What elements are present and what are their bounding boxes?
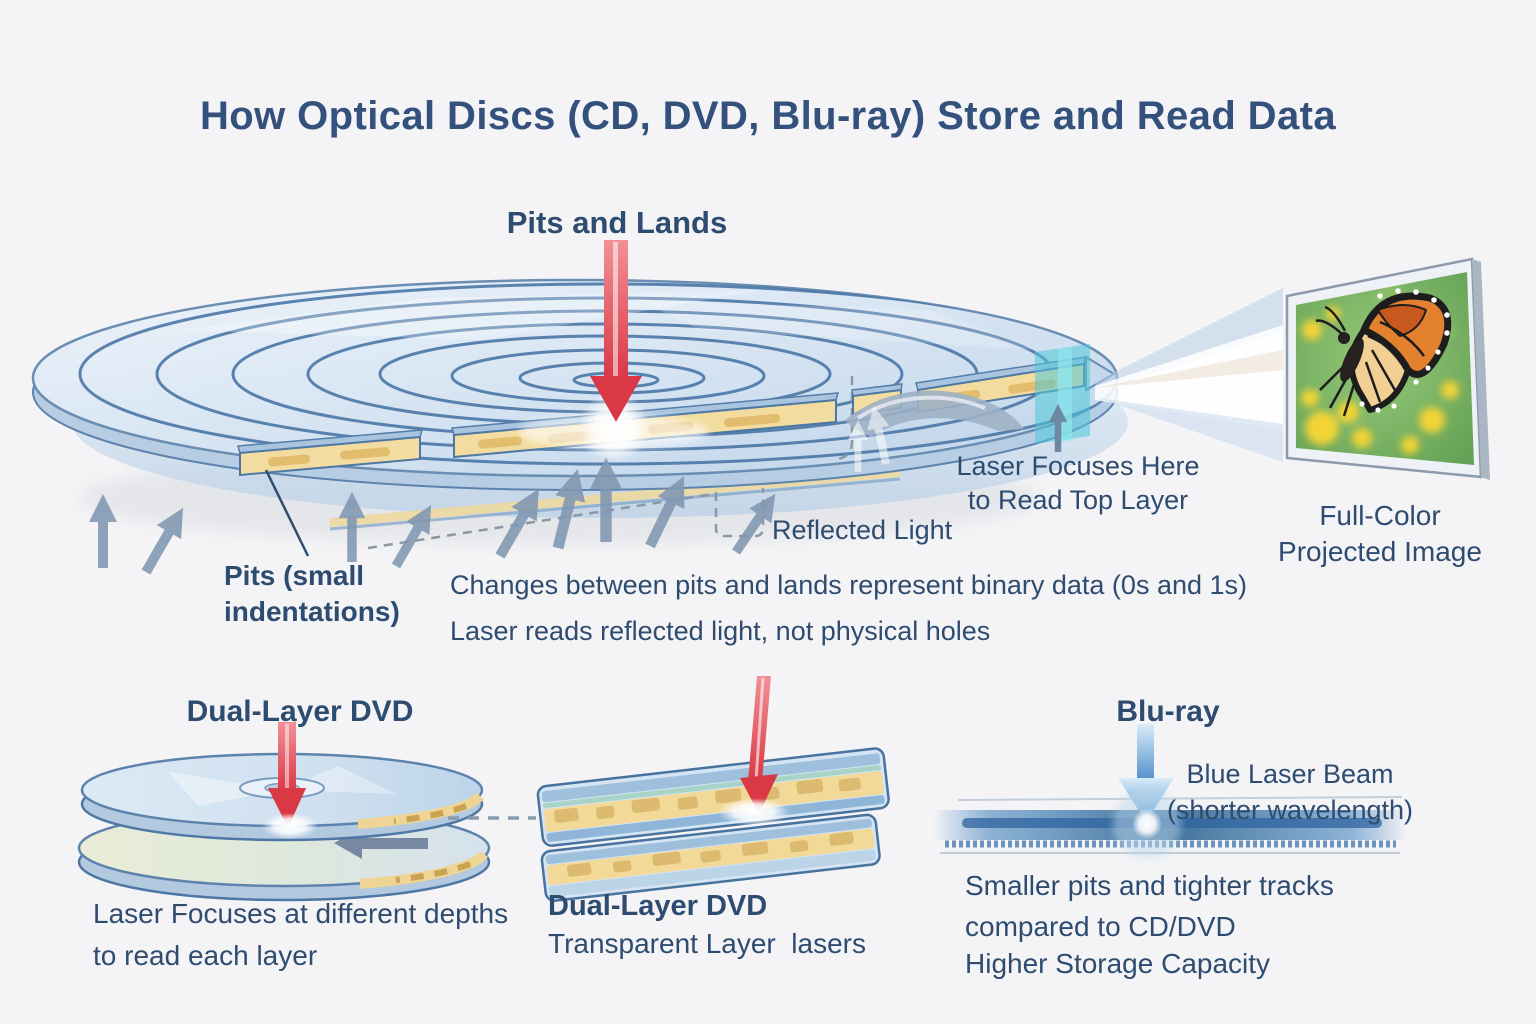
dual-layer-caption-line1: Laser Focuses at different depths (93, 898, 509, 929)
disc-sheen (640, 300, 1040, 350)
laser-reads-note: Laser reads reflected light, not physica… (450, 616, 991, 646)
laser-beam-red-icon (590, 240, 642, 422)
main-disc-illustration (31, 278, 1128, 579)
pits-label-line2: indentations) (224, 596, 400, 628)
laser-focus-label: Laser Focuses Here to Read Top Layer (928, 450, 1228, 518)
bluray-disc-strip (933, 724, 1407, 858)
reflected-light-label: Reflected Light (772, 515, 953, 545)
laser-focus-line1: Laser Focuses Here (956, 451, 1200, 481)
projected-image-frame (1285, 257, 1490, 480)
pits-pointer-line (264, 469, 310, 557)
blue-laser-beam-line2: (shorter wavelength) (1166, 795, 1414, 826)
laser-glow (578, 392, 650, 464)
dual-layer-disc-stack (77, 722, 536, 902)
bluray-title: Blu-ray (1116, 695, 1220, 728)
projected-image-label: Full-Color Projected Image (1255, 498, 1505, 571)
dual-layer-caption: Laser Focuses at different depths to rea… (93, 893, 508, 977)
dual-layer-title: Dual-Layer DVD (186, 695, 414, 728)
laser-beam-red-icon (262, 722, 318, 839)
blue-laser-beam-line1: Blue Laser Beam (1186, 759, 1394, 789)
smaller-pits-line2: compared to CD/DVD (965, 910, 1236, 942)
projection-cone (1095, 288, 1283, 462)
transparent-layer-label: Transparent Layer lasers (548, 928, 866, 959)
dual-layer-caption-line2: to read each layer (93, 940, 318, 971)
pits-label: Pits (small indentations) (224, 558, 400, 631)
blue-laser-glow (1132, 809, 1162, 839)
laser-focus-line2: to Read Top Layer (967, 484, 1189, 515)
cross-section-title: Dual-Layer DVD (548, 890, 768, 922)
projected-image-line2: Projected Image (1278, 536, 1482, 568)
butterfly-illustration (1301, 284, 1459, 454)
dashed-guides (367, 376, 854, 550)
smaller-pits-note: Smaller pits and tighter tracks compared… (965, 866, 1334, 947)
pits-label-line1: Pits (small (224, 560, 365, 591)
laser-beam-red-icon (718, 676, 790, 826)
laser-focus-point (1035, 344, 1090, 444)
dual-layer-cross-section (536, 676, 890, 902)
binary-data-note: Changes between pits and lands represent… (450, 570, 1248, 600)
pits-and-lands-label: Pits and Lands (506, 205, 728, 240)
higher-storage-note: Higher Storage Capacity (965, 948, 1271, 979)
page-title: How Optical Discs (CD, DVD, Blu-ray) Sto… (200, 94, 1336, 138)
smaller-pits-line1: Smaller pits and tighter tracks (965, 870, 1334, 901)
projected-image-line1: Full-Color (1319, 500, 1441, 531)
blue-laser-beam-label: Blue Laser Beam (shorter wavelength) (1165, 756, 1415, 829)
